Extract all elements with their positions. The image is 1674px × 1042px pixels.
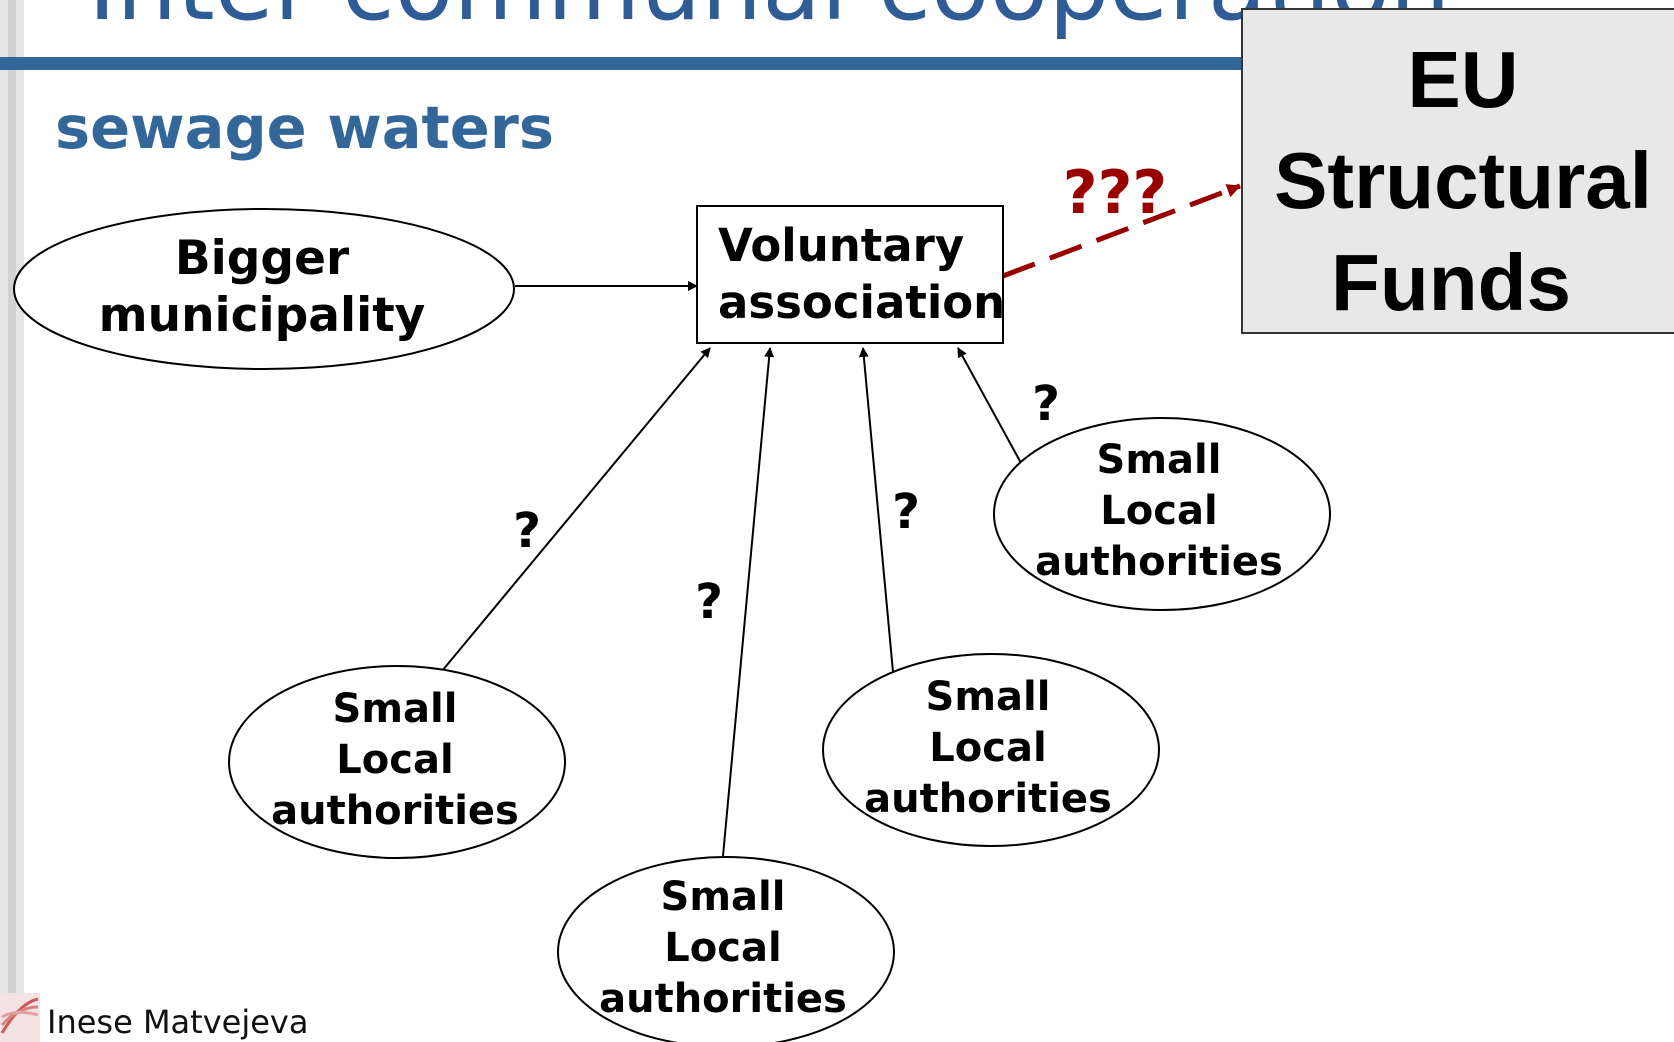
eu-funds-line-2: Structural: [1274, 136, 1652, 225]
author-name: Inese Matvejeva: [47, 1003, 309, 1041]
bigger-municipality-line-1: Bigger: [175, 231, 350, 286]
small-2-line-2: Local: [664, 925, 781, 971]
eu-funds-line-1: EU: [1407, 35, 1519, 124]
voluntary-association-line-1: Voluntary: [718, 219, 964, 272]
small-3-line-1: Small: [926, 674, 1051, 720]
small-4-line-3: authorities: [1035, 539, 1283, 585]
edge-label-small2: ?: [695, 574, 723, 630]
small-3-line-3: authorities: [864, 776, 1112, 822]
edge-small3-to-association: [858, 347, 894, 673]
edge-label-eu-funds: ???: [1063, 158, 1167, 228]
edge-label-small4: ?: [1032, 376, 1060, 432]
small-3-line-2: Local: [929, 725, 1046, 771]
slide-title: Inter-communal cooperation: [88, 0, 1451, 34]
small-4-line-1: Small: [1097, 437, 1222, 483]
edge-small1-to-association: [441, 347, 711, 672]
small-local-authorities-node-4: [993, 417, 1331, 611]
small-2-line-3: authorities: [599, 976, 847, 1022]
edge-label-small3: ?: [892, 484, 920, 540]
small-1-line-1: Small: [333, 686, 458, 732]
edge-small4-to-association: [957, 347, 1022, 464]
university-logo-icon: [0, 993, 40, 1042]
edge-small2-to-association: [722, 347, 775, 857]
small-1-line-3: authorities: [271, 788, 519, 834]
voluntary-association-node: [696, 205, 1004, 344]
eu-structural-funds-node: EU Structural Funds: [1241, 8, 1674, 334]
bigger-municipality-node: [13, 208, 515, 370]
voluntary-association-line-2: association: [718, 276, 1005, 329]
left-sidebar-strip: [0, 0, 24, 1042]
edge-label-small1: ?: [513, 503, 541, 559]
slide-subtitle: sewage waters: [55, 93, 554, 162]
small-local-authorities-node-3: [822, 653, 1160, 847]
bigger-municipality-line-2: municipality: [99, 288, 426, 343]
small-local-authorities-node-2: [557, 856, 895, 1042]
edge-association-to-eu-funds: [1002, 183, 1241, 279]
eu-funds-line-3: Funds: [1331, 238, 1571, 327]
small-1-line-2: Local: [336, 737, 453, 783]
small-2-line-1: Small: [661, 874, 786, 920]
small-4-line-2: Local: [1100, 488, 1217, 534]
small-local-authorities-node-1: [228, 665, 566, 859]
